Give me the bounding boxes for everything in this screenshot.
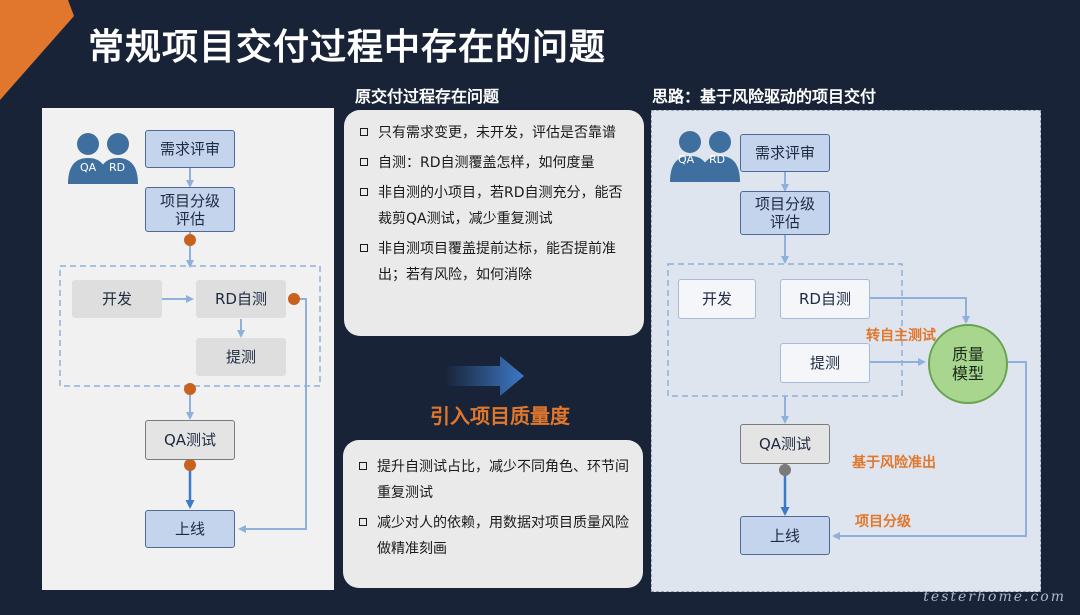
rd-label: RD — [109, 161, 126, 174]
left-launch-box: 上线 — [145, 510, 235, 548]
checkbox-bullet-icon — [360, 128, 368, 136]
slide-title: 常规项目交付过程中存在的问题 — [88, 27, 607, 68]
checkbox-bullet-icon — [360, 244, 368, 252]
checkbox-bullet-icon — [360, 188, 368, 196]
problem-item: 自测：RD自测覆盖怎样，如何度量 — [358, 150, 630, 176]
right-rd-self-test-box: RD自测 — [780, 279, 870, 319]
left-submit-test-box: 提测 — [196, 338, 286, 376]
benefit-item: 提升自测试占比，减少不同角色、环节间重复测试 — [357, 454, 629, 506]
benefit-item: 减少对人的依赖，用数据对项目质量风险做精准刻画 — [357, 510, 629, 562]
problem-item: 非自测项目覆盖提前达标，能否提前准出；若有风险，如何消除 — [358, 236, 630, 288]
left-grading-box: 项目分级 评估 — [145, 187, 235, 232]
problem-item: 非自测的小项目，若RD自测充分，能否裁剪QA测试，减少重复测试 — [358, 180, 630, 232]
left-qa-test-box: QA测试 — [145, 420, 235, 460]
to-self-test-label: 转自主测试 — [866, 328, 936, 344]
corner-accent — [0, 0, 74, 100]
transition-arrow — [445, 356, 524, 396]
right-develop-box: 开发 — [678, 279, 756, 319]
quality-model-node: 质量 模型 — [928, 324, 1008, 404]
right-grading-box: 项目分级 评估 — [740, 191, 830, 235]
left-develop-box: 开发 — [72, 280, 162, 318]
qa-rd-people-icon — [68, 133, 138, 184]
watermark: testerhome.com — [923, 589, 1066, 605]
qa-label: QA — [678, 153, 695, 166]
qa-rd-people-icon — [670, 131, 740, 182]
left-rd-self-test-box: RD自测 — [196, 280, 286, 318]
right-submit-test-box: 提测 — [780, 343, 870, 383]
intro-quality-label: 引入项目质量度 — [430, 404, 570, 428]
approach-title: 思路：基于风险驱动的项目交付 — [652, 87, 877, 106]
risk-exit-label: 基于风险准出 — [852, 455, 936, 471]
checkbox-bullet-icon — [359, 462, 367, 470]
checkbox-bullet-icon — [360, 158, 368, 166]
benefits-card: 提升自测试占比，减少不同角色、环节间重复测试 减少对人的依赖，用数据对项目质量风… — [343, 440, 643, 588]
problem-item: 只有需求变更，未开发，评估是否靠谱 — [358, 120, 630, 146]
rd-label: RD — [709, 153, 726, 166]
problems-title: 原交付过程存在问题 — [355, 87, 500, 106]
right-launch-box: 上线 — [740, 516, 830, 555]
right-qa-test-box: QA测试 — [740, 424, 830, 464]
right-review-box: 需求评审 — [740, 134, 830, 172]
problems-card: 只有需求变更，未开发，评估是否靠谱 自测：RD自测覆盖怎样，如何度量 非自测的小… — [344, 110, 644, 336]
checkbox-bullet-icon — [359, 518, 367, 526]
left-review-box: 需求评审 — [145, 130, 235, 168]
qa-label: QA — [80, 161, 97, 174]
project-grading-label: 项目分级 — [855, 514, 911, 530]
